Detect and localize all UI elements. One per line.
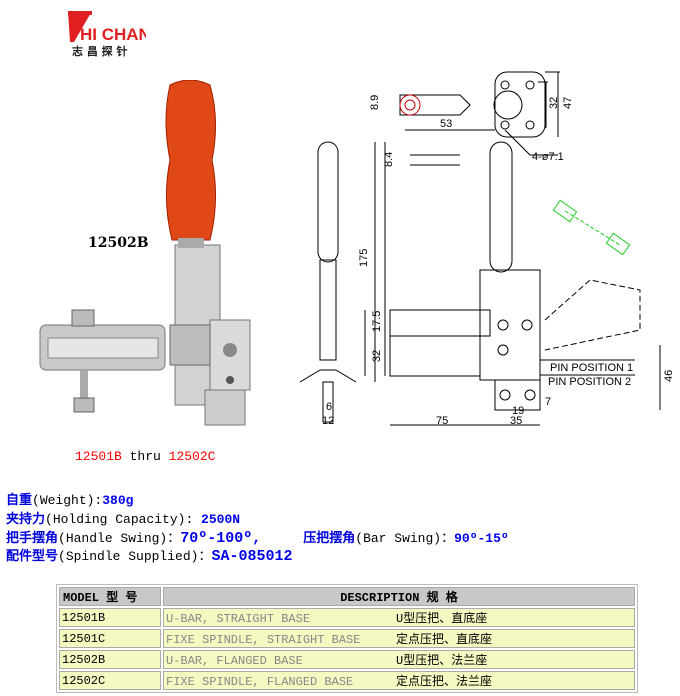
dim-47: 47: [562, 97, 574, 109]
range-thru: thru: [129, 449, 161, 464]
spec-holding-capacity: 夹持力(Holding Capacity): 2500N: [6, 512, 241, 527]
dim-32-side: 32: [371, 350, 383, 362]
product-photo: [39, 80, 251, 426]
dim-46: 46: [663, 370, 675, 382]
dim-175: 175: [358, 249, 370, 267]
zhichang-logo: HI CHANG 志 昌 探 针: [68, 11, 146, 58]
dim-19: 19: [512, 405, 524, 417]
range-from: 12501B: [75, 449, 122, 464]
header-model: MODEL 型 号: [59, 587, 161, 606]
dim-8-4: 8.4: [383, 152, 395, 167]
dim-4-holes: 4-ø7.1: [532, 151, 564, 163]
dim-75: 75: [436, 415, 448, 427]
svg-text:HI CHANG: HI CHANG: [80, 25, 146, 44]
header-description: DESCRIPTION 规 格: [163, 587, 635, 606]
model-range-caption: 12501B thru 12502C: [75, 449, 215, 464]
range-to: 12502C: [168, 449, 216, 464]
svg-text:志 昌 探 针: 志 昌 探 针: [72, 44, 128, 58]
technical-drawing: 8.9 53 32 47 4-ø7.1 8.4 175 17.5 32 46 6…: [299, 71, 675, 427]
dim-7: 7: [545, 396, 551, 408]
dim-17-5: 17.5: [371, 311, 383, 332]
dim-35: 35: [510, 415, 522, 427]
pin-position-1-label: PIN POSITION 1: [550, 362, 633, 374]
dim-12: 12: [322, 415, 334, 427]
model-label: 12502B: [88, 235, 149, 251]
pin-position-2-label: PIN POSITION 2: [548, 376, 631, 388]
spec-weight: 自重(Weight):380g: [6, 493, 134, 508]
dim-6: 6: [326, 401, 332, 413]
dim-53: 53: [440, 118, 452, 130]
table-header: MODEL 型 号 DESCRIPTION 规 格: [59, 587, 635, 606]
dim-32-top: 32: [548, 97, 560, 109]
spec-handle-swing: 把手摆角(Handle Swing)：70º-100º,压把摆角(Bar Swi…: [6, 530, 509, 547]
spec-spindle: 配件型号(Spindle Supplied)：SA-085012: [6, 548, 293, 565]
dim-8-9: 8.9: [369, 95, 381, 110]
